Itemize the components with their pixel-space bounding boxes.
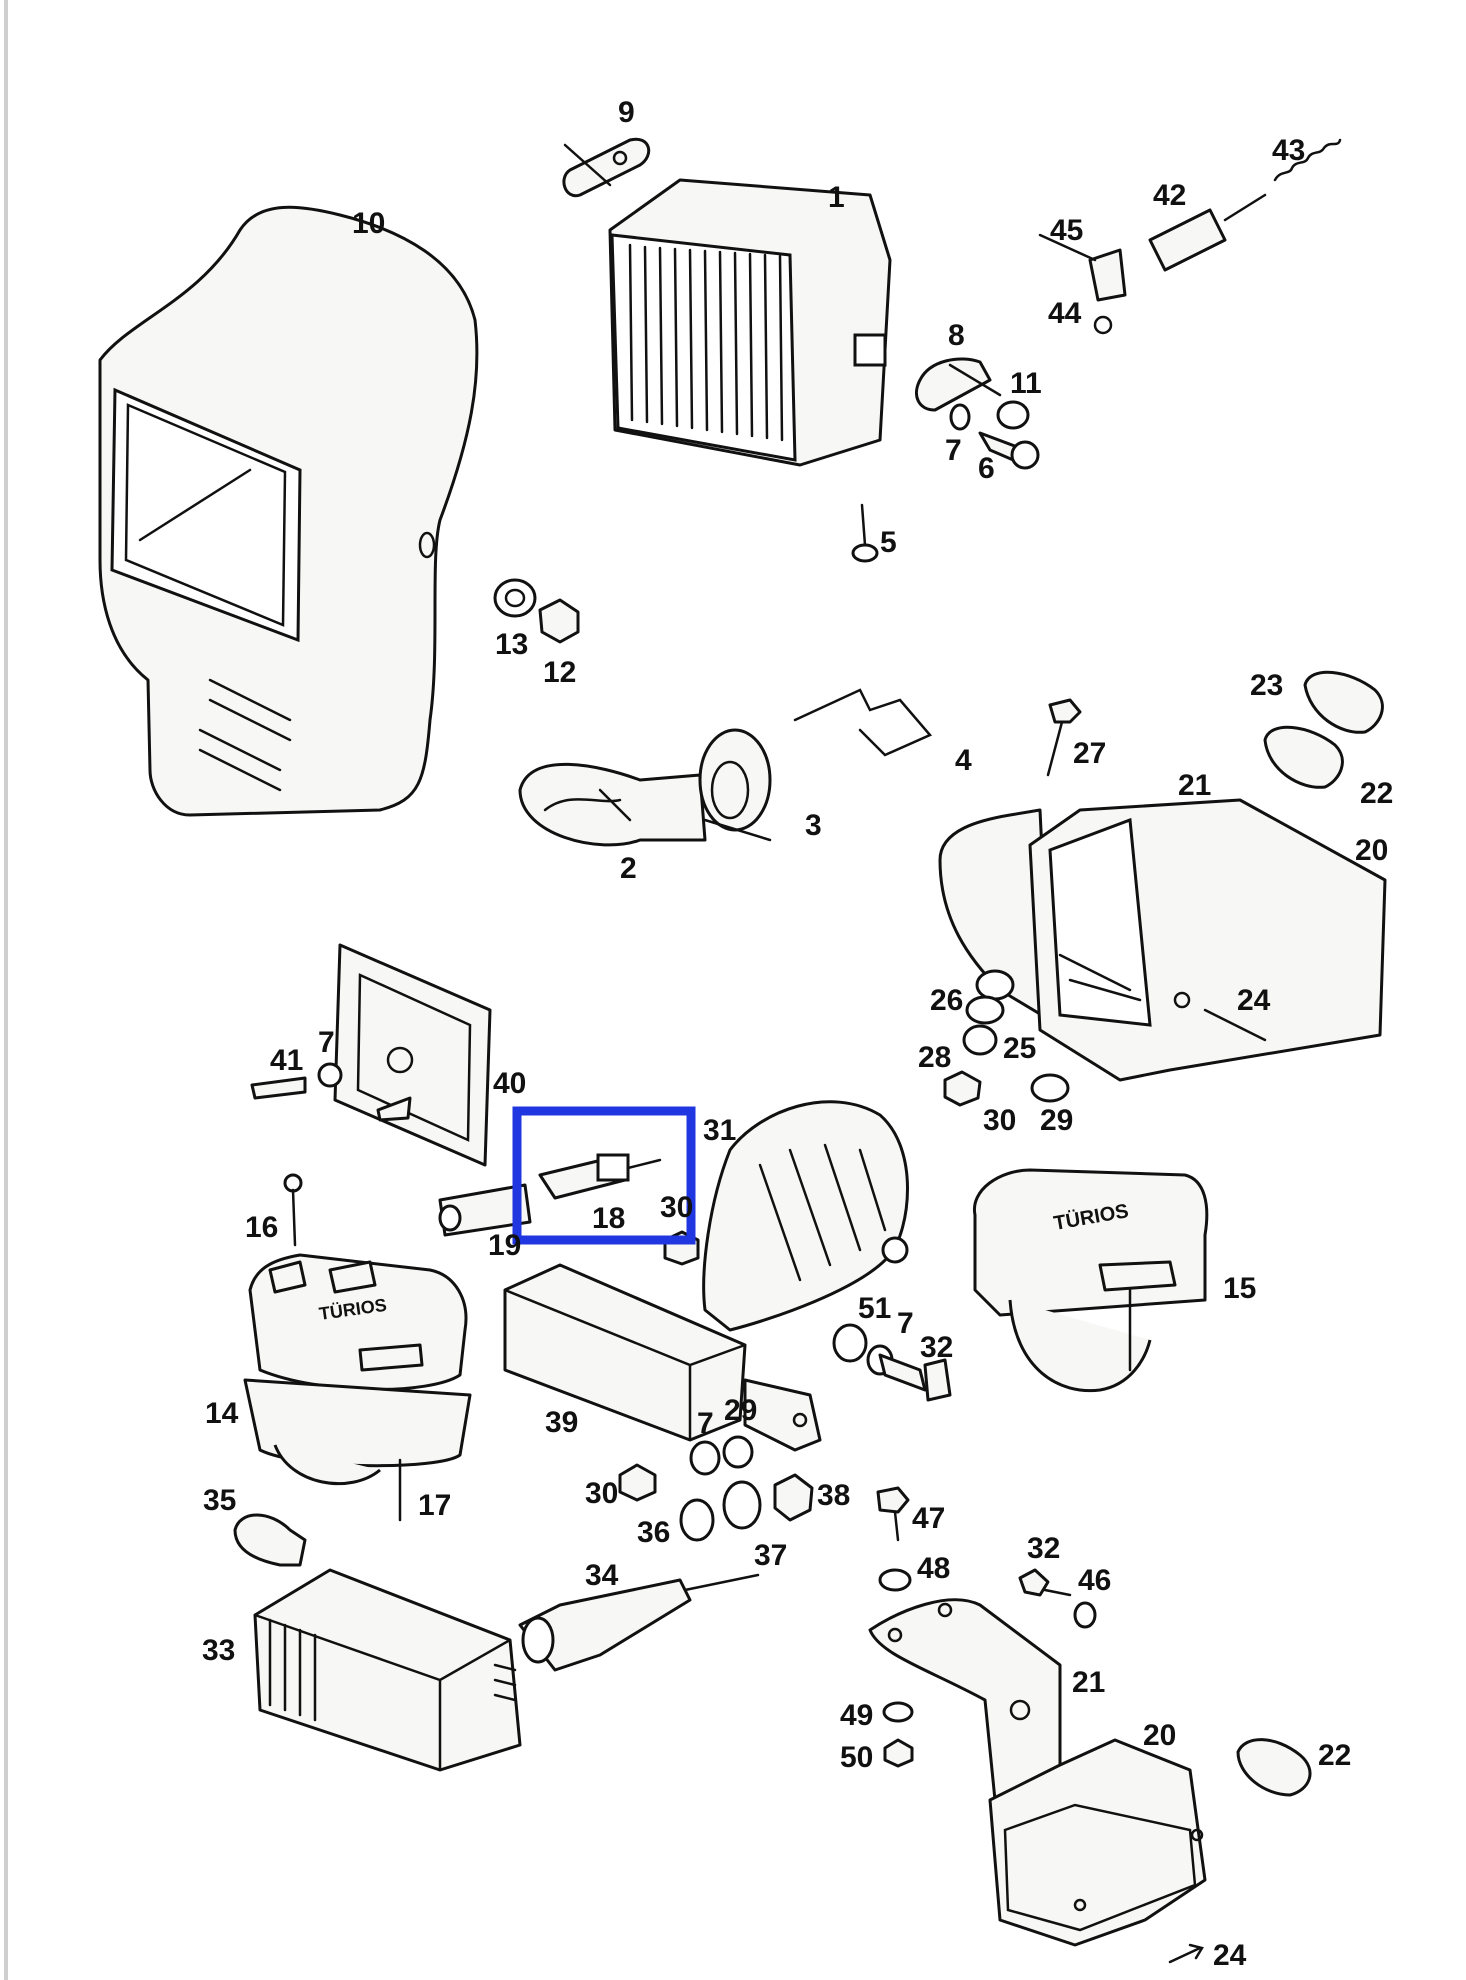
grommet-stack-icon bbox=[943, 969, 1070, 1107]
label-38: 38 bbox=[817, 1479, 850, 1512]
highlight-box bbox=[512, 1106, 696, 1245]
screw-icon bbox=[1168, 1943, 1204, 1964]
turn-indicator-icon bbox=[938, 798, 1387, 1082]
label-36: 36 bbox=[637, 1516, 670, 1549]
label-10: 10 bbox=[352, 207, 385, 240]
fuse-holder-icon bbox=[538, 1153, 662, 1200]
label-31: 31 bbox=[703, 1114, 736, 1147]
label-21-upper: 21 bbox=[1178, 769, 1211, 802]
mounting-bracket-icon bbox=[562, 137, 651, 198]
label-25: 25 bbox=[1003, 1032, 1036, 1065]
label-39: 39 bbox=[545, 1406, 578, 1439]
label-27: 27 bbox=[1073, 737, 1106, 770]
label-24-lower: 24 bbox=[1213, 1939, 1247, 1972]
label-29-right: 29 bbox=[1040, 1104, 1073, 1137]
label-20-lower: 20 bbox=[1143, 1719, 1176, 1752]
label-11: 11 bbox=[1010, 367, 1042, 400]
label-50: 50 bbox=[840, 1741, 873, 1774]
label-20-upper: 20 bbox=[1355, 834, 1388, 867]
label-35: 35 bbox=[203, 1484, 236, 1517]
label-47: 47 bbox=[912, 1502, 945, 1535]
label-12: 12 bbox=[543, 656, 576, 689]
washer-and-nut-icon bbox=[493, 578, 580, 644]
label-46: 46 bbox=[1078, 1564, 1111, 1597]
label-30-right: 30 bbox=[983, 1104, 1016, 1137]
label-42: 42 bbox=[1153, 179, 1186, 212]
bolt-icon bbox=[1046, 698, 1082, 777]
handlebar-switch-icon: TÜRIOS bbox=[243, 1253, 472, 1522]
label-2: 2 bbox=[620, 852, 637, 885]
label-18: 18 bbox=[592, 1202, 625, 1235]
label-9: 9 bbox=[618, 96, 635, 129]
label-29-relay: 29 bbox=[724, 1394, 757, 1427]
bracket-screw-set-icon bbox=[915, 357, 1040, 470]
label-4: 4 bbox=[955, 744, 972, 777]
part-labels: 9 1 10 43 42 45 44 8 11 7 6 5 13 12 23 2… bbox=[202, 96, 1393, 1972]
label-33: 33 bbox=[202, 1634, 235, 1667]
headlight-fairing-icon bbox=[98, 205, 479, 817]
label-1: 1 bbox=[828, 181, 845, 214]
label-14: 14 bbox=[205, 1397, 239, 1430]
label-7-horn: 7 bbox=[897, 1307, 914, 1340]
label-22-upper: 22 bbox=[1360, 777, 1393, 810]
label-5: 5 bbox=[880, 526, 897, 559]
washer-nut-set-icon bbox=[618, 1435, 814, 1542]
label-16: 16 bbox=[245, 1211, 278, 1244]
bolt-washer-set-icon bbox=[832, 1323, 952, 1402]
bolt-washer-icon bbox=[1018, 1568, 1097, 1629]
relay-box-icon bbox=[503, 1263, 822, 1452]
label-30-center: 30 bbox=[660, 1191, 693, 1224]
tail-light-icon bbox=[253, 1568, 522, 1772]
label-8: 8 bbox=[948, 319, 965, 352]
rear-bulb-icon bbox=[1236, 1738, 1312, 1797]
screw-icon bbox=[851, 503, 879, 563]
label-6: 6 bbox=[978, 452, 995, 485]
label-32-upper: 32 bbox=[920, 1331, 953, 1364]
label-34: 34 bbox=[585, 1559, 619, 1592]
label-3: 3 bbox=[805, 809, 822, 842]
label-37: 37 bbox=[754, 1539, 787, 1572]
handlebar-switch-icon: TÜRIOS bbox=[973, 1168, 1209, 1393]
label-19: 19 bbox=[488, 1229, 521, 1262]
tail-bulb-icon bbox=[233, 1513, 307, 1567]
label-24-upper: 24 bbox=[1237, 984, 1271, 1017]
label-49: 49 bbox=[840, 1699, 873, 1732]
label-41: 41 bbox=[270, 1044, 303, 1077]
cable-adjuster-icon bbox=[1038, 138, 1342, 335]
label-13: 13 bbox=[495, 628, 528, 661]
bulb-socket-icon bbox=[698, 688, 933, 842]
label-30-relay: 30 bbox=[585, 1477, 618, 1510]
label-7-relay: 7 bbox=[697, 1407, 714, 1440]
grip-icon bbox=[518, 1573, 760, 1672]
indicator-bulb-icon bbox=[1263, 670, 1384, 789]
label-45: 45 bbox=[1050, 214, 1083, 247]
connector-icon bbox=[438, 1183, 532, 1237]
lock-washer-nut-icon bbox=[882, 1701, 914, 1768]
bolt-icon bbox=[876, 1486, 912, 1592]
label-7-upper: 7 bbox=[945, 434, 962, 467]
screw-icon bbox=[283, 1173, 303, 1247]
label-23: 23 bbox=[1250, 669, 1283, 702]
label-32-lower: 32 bbox=[1027, 1532, 1060, 1565]
label-48: 48 bbox=[917, 1552, 950, 1585]
headlight-unit-icon bbox=[608, 178, 892, 467]
label-26: 26 bbox=[930, 984, 963, 1017]
reflector-plate-icon bbox=[250, 943, 492, 1167]
horn-icon bbox=[702, 1100, 909, 1332]
label-51: 51 bbox=[858, 1292, 891, 1325]
label-17: 17 bbox=[418, 1489, 451, 1522]
label-40: 40 bbox=[493, 1067, 526, 1100]
label-43: 43 bbox=[1272, 134, 1305, 167]
label-15: 15 bbox=[1223, 1272, 1256, 1305]
label-28: 28 bbox=[918, 1041, 951, 1074]
label-22-lower: 22 bbox=[1318, 1739, 1351, 1772]
headlight-bulb-icon bbox=[518, 762, 707, 847]
label-21-lower: 21 bbox=[1072, 1666, 1105, 1699]
rear-reflector-icon bbox=[988, 1738, 1207, 1947]
label-7-left: 7 bbox=[318, 1026, 335, 1059]
label-44: 44 bbox=[1048, 297, 1082, 330]
